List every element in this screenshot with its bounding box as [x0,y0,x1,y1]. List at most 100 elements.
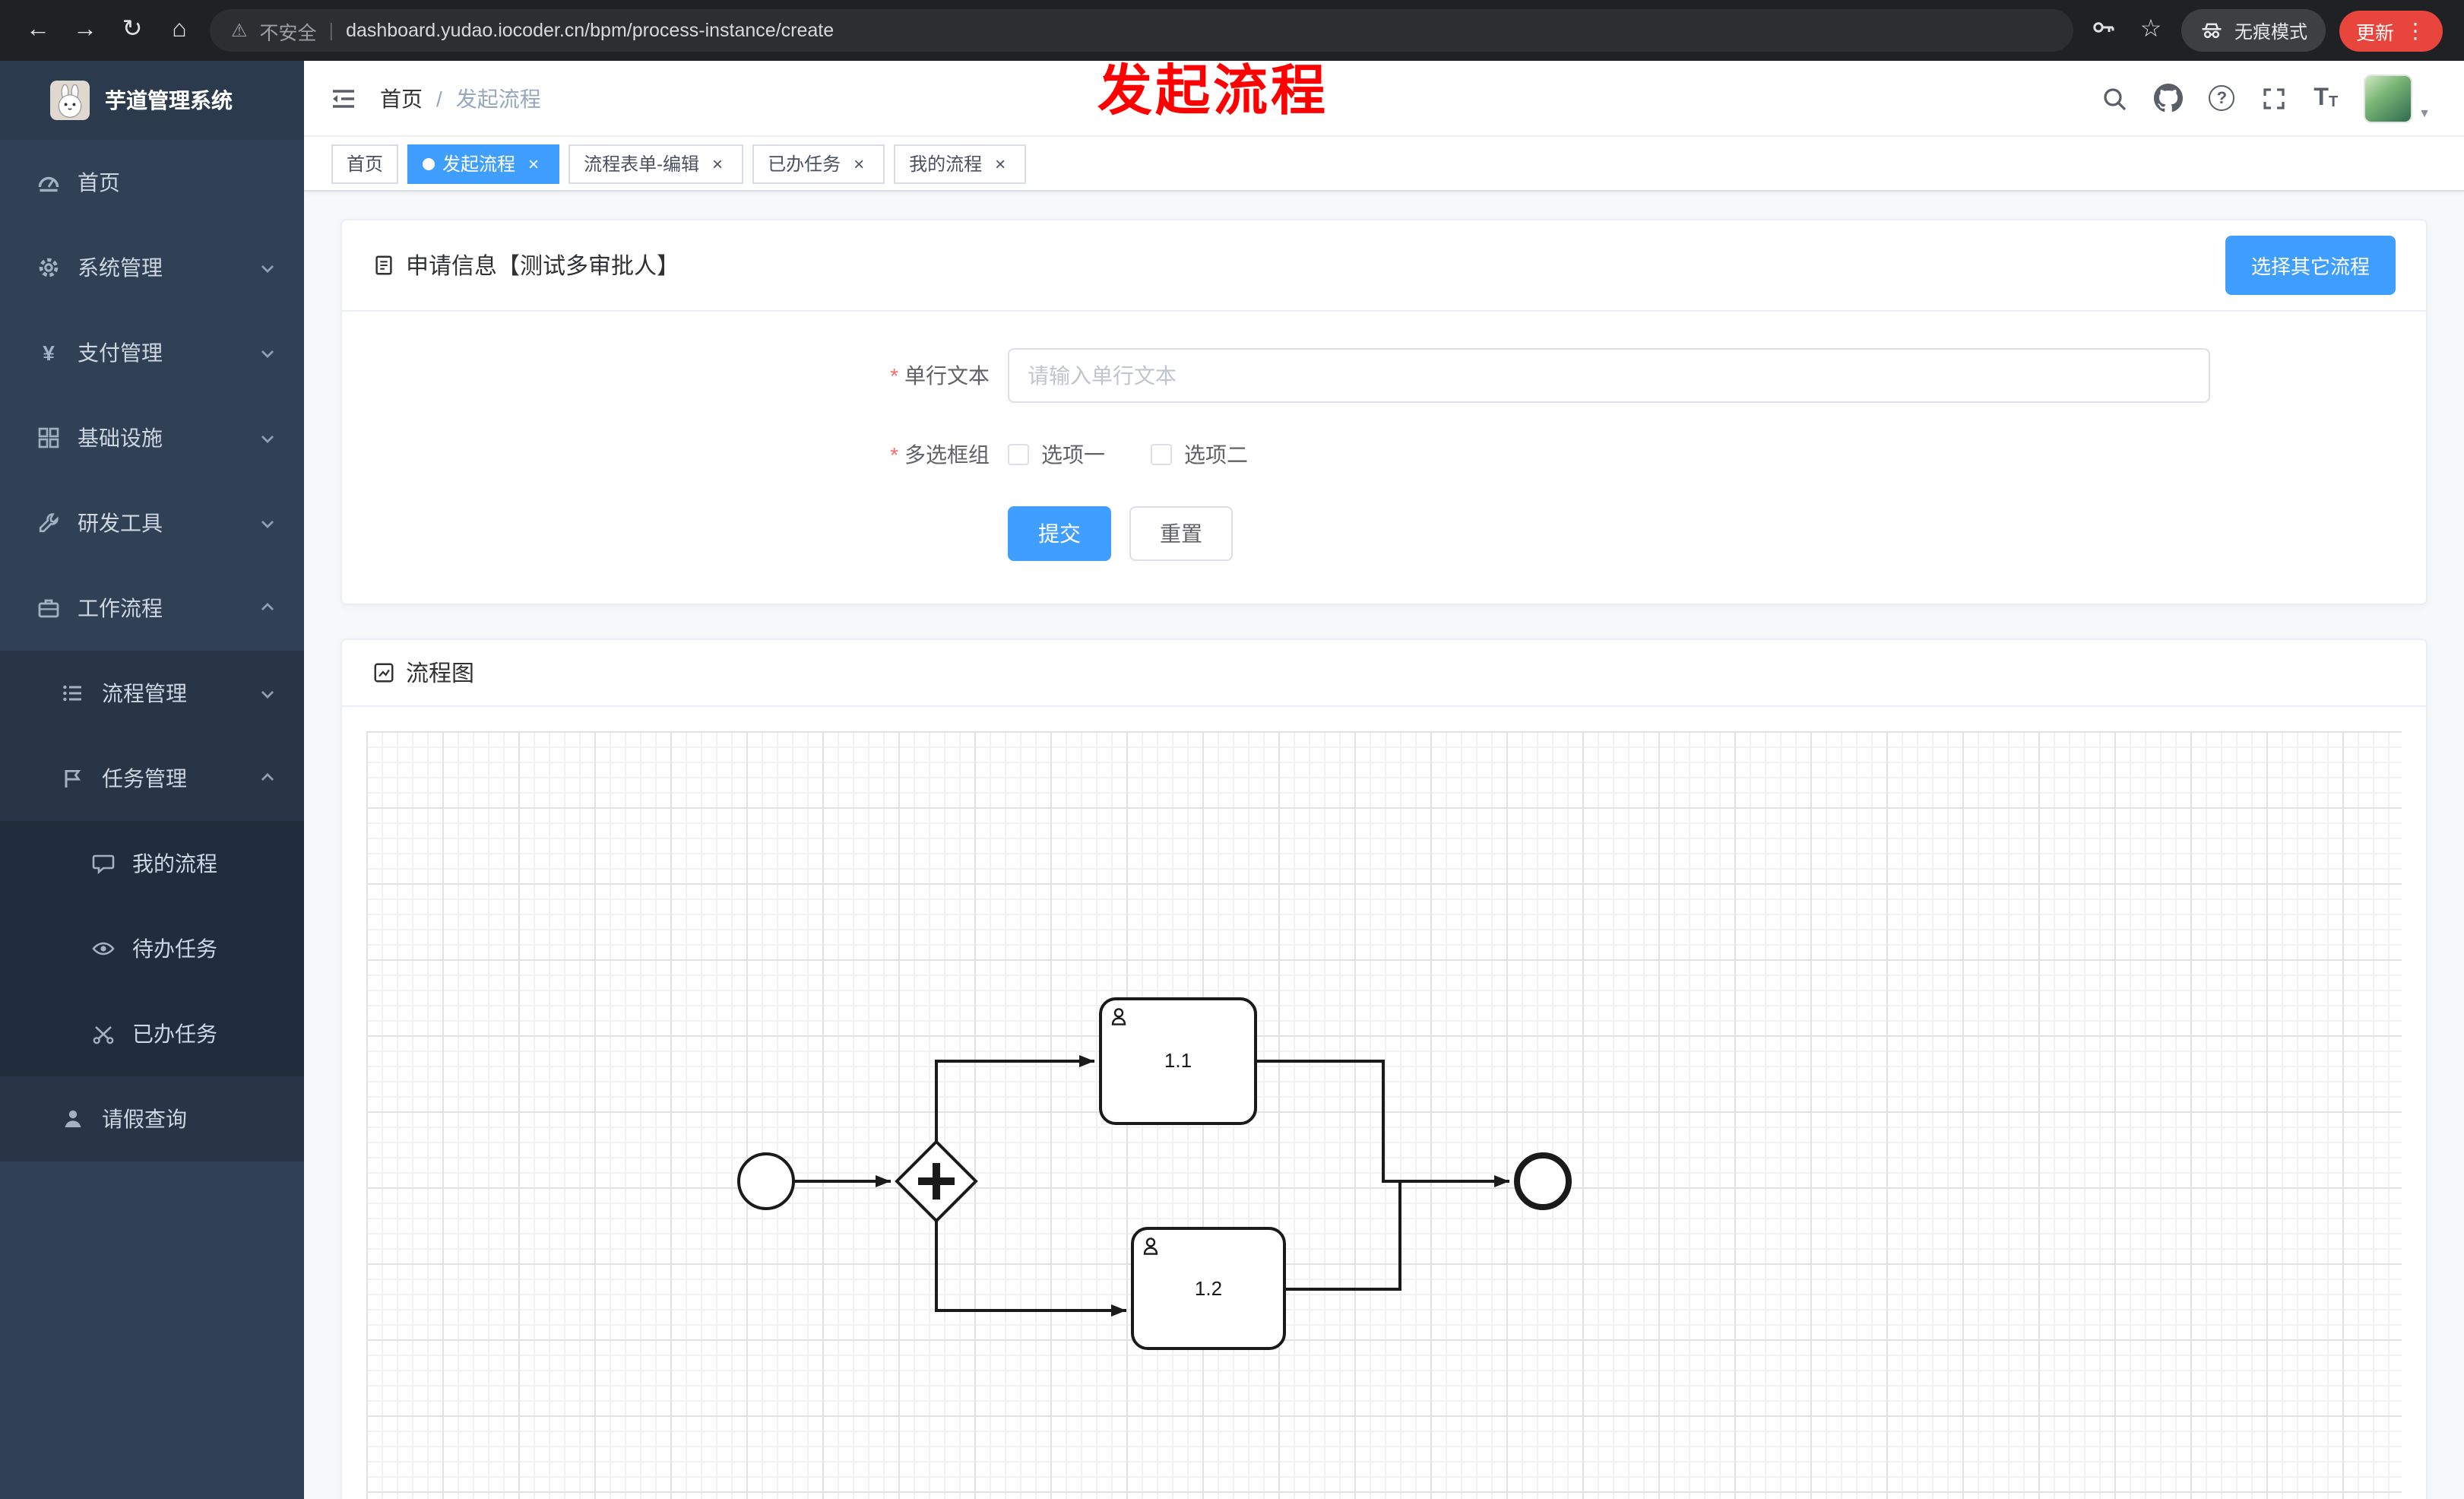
sidebar-item-label: 请假查询 [102,1107,187,1131]
kebab-menu-icon[interactable]: ⋮ [2405,17,2426,42]
sidebar-item-label: 流程管理 [102,681,187,705]
search-icon[interactable] [2101,84,2128,112]
task-label: 1.2 [1195,1277,1222,1300]
sidebar-item-task-management[interactable]: 任务管理 [0,736,304,821]
sequence-flow-gateway-task2 [935,1221,1126,1317]
tab-close-icon[interactable]: × [995,153,1006,174]
home-icon[interactable]: ⌂ [172,17,187,43]
single-line-text-input[interactable] [1008,348,2210,403]
apply-form: *单行文本 *多选框组 选项一 [342,312,2426,604]
tab-initiate-process[interactable]: 发起流程 × [407,144,560,183]
choose-other-flow-button[interactable]: 选择其它流程 [2225,236,2396,295]
help-icon[interactable]: ? [2209,85,2235,111]
sidebar-item-infrastructure[interactable]: 基础设施 [0,395,304,480]
avatar[interactable] [2364,74,2413,122]
tab-home[interactable]: 首页 [331,144,399,183]
breadcrumb: 首页 / 发起流程 [380,83,541,113]
document-icon [372,254,395,277]
tab-process-form-edit[interactable]: 流程表单-编辑 × [568,144,744,183]
checkbox-option-2[interactable]: 选项二 [1151,439,1248,470]
checkbox-box[interactable] [1008,444,1029,465]
tab-close-icon[interactable]: × [712,153,724,174]
checkbox-box[interactable] [1151,444,1172,465]
tab-my-process[interactable]: 我的流程 × [894,144,1027,183]
sidebar-item-label: 任务管理 [102,766,187,791]
reload-icon[interactable]: ↻ [122,17,143,43]
sequence-flow-task2-end [1284,1181,1401,1291]
sidebar-item-dev-tools[interactable]: 研发工具 [0,480,304,566]
sidebar-item-workflow[interactable]: 工作流程 [0,566,304,651]
submit-button[interactable]: 提交 [1008,506,1111,561]
required-marker: * [890,363,898,388]
github-icon[interactable] [2154,84,2184,113]
active-dot [423,157,435,170]
sidebar-item-todo-tasks[interactable]: 待办任务 [0,906,304,991]
start-event-node [737,1152,795,1210]
flow-diagram-header: 流程图 [342,640,2426,707]
sidebar: 芋道管理系统 首页 系统管理 ¥ 支付管理 [0,61,304,1499]
workflow-icon [36,596,61,620]
reset-button[interactable]: 重置 [1129,506,1233,561]
task-management-icon [61,766,85,791]
sidebar-item-payment-management[interactable]: ¥ 支付管理 [0,310,304,395]
star-icon[interactable]: ☆ [2139,17,2162,43]
field-label: *多选框组 [890,442,990,467]
user-menu[interactable]: ▼ [2364,74,2431,122]
url-bar[interactable]: ⚠ 不安全 | dashboard.yudao.iocoder.cn/bpm/p… [210,9,2073,52]
sidebar-item-leave-query[interactable]: 请假查询 [0,1076,304,1161]
sidebar-item-process-management[interactable]: 流程管理 [0,651,304,736]
sequence-flow-task1-end [1256,1060,1509,1187]
sidebar-item-home[interactable]: 首页 [0,140,304,225]
chevron-down-icon [258,258,277,277]
forward-icon[interactable]: → [73,17,97,43]
tab-close-icon[interactable]: × [854,153,865,174]
field-single-line-text: *单行文本 [342,348,2426,403]
form-actions: 提交 重置 [342,506,2426,561]
user-icon [1143,1238,1158,1255]
url-divider: | [328,20,334,41]
checkbox-option-1[interactable]: 选项一 [1008,439,1105,470]
flow-diagram-icon [372,661,395,684]
url-text[interactable]: dashboard.yudao.iocoder.cn/bpm/process-i… [346,20,835,41]
browser-chrome: ← → ↻ ⌂ ⚠ 不安全 | dashboard.yudao.iocoder.… [0,0,2464,61]
sidebar-item-label: 已办任务 [132,1022,217,1046]
sidebar-item-label: 基础设施 [78,426,163,450]
sidebar-item-label: 系统管理 [78,255,163,280]
sidebar-item-my-process[interactable]: 我的流程 [0,821,304,906]
key-icon[interactable] [2087,14,2120,47]
tab-done-tasks[interactable]: 已办任务 × [752,144,885,183]
user-icon [1111,1008,1126,1025]
breadcrumb-separator: / [436,86,442,110]
app-logo[interactable]: 芋道管理系统 [0,61,304,140]
card-title: 流程图 [372,657,474,689]
sidebar-item-system-management[interactable]: 系统管理 [0,225,304,310]
sequence-flow-gateway-task1 [935,1055,1094,1142]
back-icon[interactable]: ← [26,17,50,43]
yen-icon: ¥ [43,341,55,365]
bpmn-canvas[interactable]: 1.1 1.2 [366,731,2402,1499]
infrastructure-icon [36,426,61,450]
parallel-gateway-node [895,1139,978,1223]
update-button[interactable]: 更新 ⋮ [2339,10,2443,51]
security-label[interactable]: 不安全 [259,22,317,43]
logo-image [50,81,90,120]
sidebar-item-done-tasks[interactable]: 已办任务 [0,991,304,1076]
chevron-down-icon [258,514,277,532]
fullscreen-icon[interactable] [2260,84,2288,112]
flow-diagram-card: 流程图 [340,639,2428,1499]
hamburger-icon[interactable] [328,83,359,113]
breadcrumb-home[interactable]: 首页 [380,86,423,110]
process-management-icon [61,681,85,705]
todo-task-icon [91,936,116,961]
apply-info-header: 申请信息【测试多审批人】 选择其它流程 [342,220,2426,312]
tab-close-icon[interactable]: × [528,153,540,174]
user-task-node-2: 1.2 [1131,1227,1286,1350]
end-event-node [1514,1152,1572,1210]
sidebar-item-label: 支付管理 [78,341,163,365]
chevron-down-icon [258,684,277,702]
bpmn-viewer: 1.1 1.2 [342,707,2426,1499]
